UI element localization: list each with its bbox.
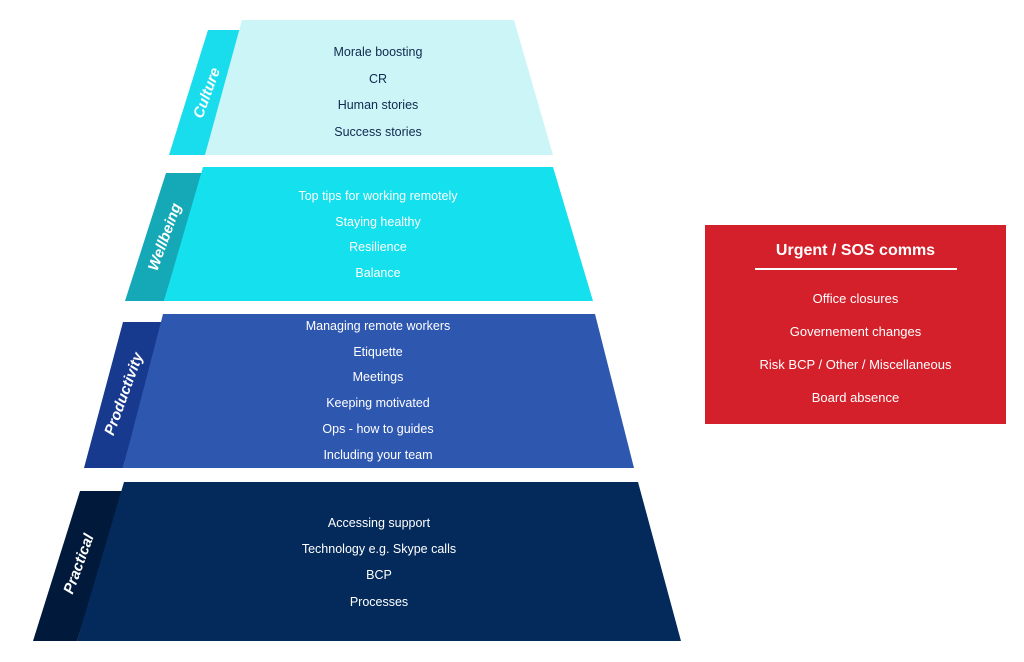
tier-item-list: Managing remote workers Etiquette Meetin… [278, 314, 478, 468]
list-item: Top tips for working remotely [298, 189, 458, 203]
list-item: Resilience [349, 240, 407, 255]
list-item: Managing remote workers [305, 319, 451, 333]
list-item: Morale boosting [333, 45, 423, 59]
list-item: Ops - how to guides [322, 421, 434, 436]
list-item: Keeping motivated [326, 396, 430, 411]
list-item: Governement changes [789, 324, 922, 339]
sos-item-list: Office closures Governement changes Risk… [705, 282, 1006, 414]
list-item: Human stories [337, 98, 419, 113]
list-item: Technology e.g. Skype calls [301, 542, 457, 557]
list-item: Including your team [323, 447, 433, 462]
list-item: Staying healthy [335, 214, 421, 229]
list-item: Processes [349, 594, 409, 609]
list-item: BCP [366, 568, 392, 583]
tier-item-list: Top tips for working remotely Staying he… [258, 184, 498, 287]
title-divider [754, 268, 957, 270]
list-item: Risk BCP / Other / Miscellaneous [759, 357, 952, 372]
list-item: CR [368, 71, 388, 86]
list-item: Meetings [352, 370, 404, 385]
practical-tab-shape [33, 491, 124, 641]
sos-title: Urgent / SOS comms [775, 242, 936, 259]
culture-tab-shape [169, 30, 242, 155]
urgent-sos-comms-box: Urgent / SOS comms Office closures Gover… [705, 225, 1006, 424]
productivity-tier-shape [123, 314, 634, 468]
list-item: Etiquette [353, 344, 403, 359]
productivity-tab-shape [84, 322, 163, 468]
tier-item-list: Accessing support Technology e.g. Skype … [264, 510, 494, 615]
list-item: Board absence [811, 390, 900, 405]
culture-tier-shape [205, 20, 553, 155]
wellbeing-tier-shape [164, 167, 593, 301]
list-item: Office closures [812, 291, 899, 306]
list-item: Accessing support [327, 516, 431, 530]
list-item: Success stories [334, 124, 422, 139]
practical-tier-shape [77, 482, 681, 641]
list-item: Balance [355, 266, 401, 281]
tier-item-list: Morale boosting CR Human stories Success… [278, 39, 478, 145]
wellbeing-tab-shape [125, 173, 203, 301]
